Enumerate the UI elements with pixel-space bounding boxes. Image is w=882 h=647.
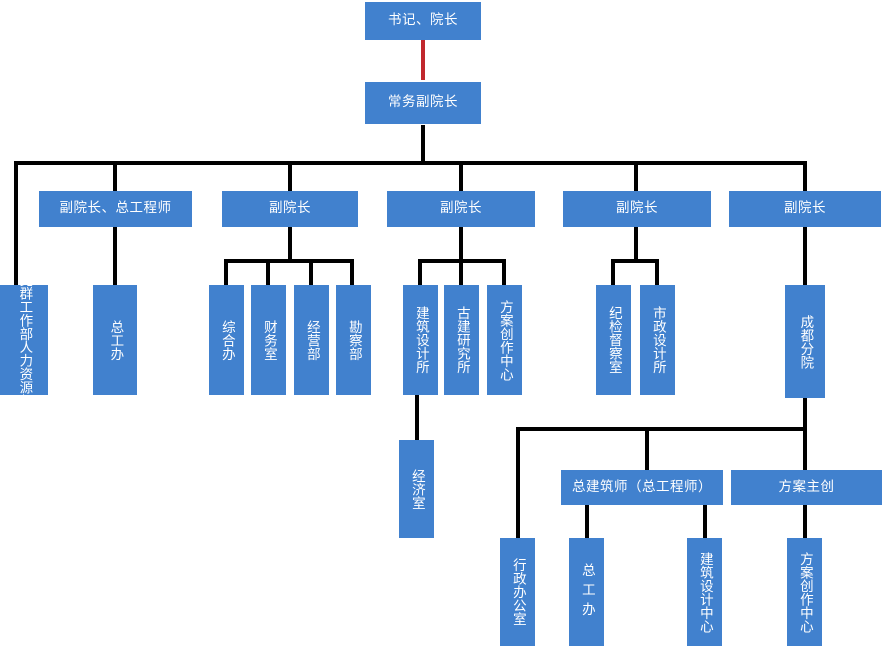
node-chengdu-branch[interactable]: 成都分院	[785, 285, 825, 398]
connector-chiefarch-drop-gongban	[585, 505, 589, 538]
connector-bus-drop-vp5	[803, 161, 807, 191]
connector-bus-drop-vp4	[634, 161, 638, 191]
connector-chengdu-stem	[803, 398, 807, 430]
node-vp-4-label: 副院长	[616, 200, 658, 217]
node-scheme-creation-center-bottom[interactable]: 方案创作中心	[787, 538, 822, 646]
connector-vp3-stem	[459, 226, 463, 262]
connector-vp2-stem	[288, 226, 292, 262]
node-hr-label: 人力资源部	[16, 340, 33, 408]
node-operations-dept-label: 经营部	[303, 319, 320, 361]
node-administrative-office-label: 行政办公室	[509, 558, 526, 626]
connector-bus-drop-vp1	[113, 161, 117, 191]
node-vp-5[interactable]: 副院长	[729, 191, 881, 227]
node-vp-2[interactable]: 副院长	[222, 191, 358, 227]
connector-bus-drop-vp3	[459, 161, 463, 191]
node-hr-and-party-affairs[interactable]: 人力资源部 党群工作部	[0, 273, 48, 408]
connector-vp5-stem	[803, 226, 807, 286]
node-survey-dept-label: 勘察部	[345, 319, 362, 361]
node-party-affairs-label: 党群工作部	[16, 272, 33, 341]
node-vp-2-label: 副院长	[269, 200, 311, 217]
connector-vp2-drop-2	[266, 259, 270, 286]
node-scheme-lead-designer[interactable]: 方案主创	[731, 470, 882, 505]
node-discipline-inspection-office-label: 纪检督察室	[605, 306, 622, 374]
node-chief-architect-label: 总建筑师（总工程师）	[572, 478, 712, 495]
node-vp-chief-engineer[interactable]: 副院长、总工程师	[39, 191, 192, 227]
node-vp-3[interactable]: 副院长	[387, 191, 535, 227]
connector-vp2-drop-1	[224, 259, 228, 286]
node-chairman-label: 书记、院长	[388, 12, 458, 29]
connector-vp3-drop-1	[418, 259, 422, 286]
node-executive-vice-president-label: 常务副院长	[388, 94, 458, 111]
connector-vp4-drop-1	[611, 259, 615, 286]
connector-bus-drop-vp2	[288, 161, 292, 191]
node-ancient-architecture-research-institute-label: 古建研究所	[453, 306, 470, 374]
node-chairman[interactable]: 书记、院长	[365, 2, 481, 40]
node-chief-engineer-office-chengdu-label: 总工办	[578, 562, 595, 622]
node-economics-office-label: 经济室	[408, 468, 425, 510]
node-architectural-design-center[interactable]: 建筑设计中心	[687, 538, 722, 646]
node-municipal-design-institute-label: 市政设计所	[649, 306, 666, 374]
node-scheme-creation-center-bottom-label: 方案创作中心	[796, 551, 813, 633]
node-discipline-inspection-office[interactable]: 纪检督察室	[596, 285, 631, 395]
connector-vp4-bus	[611, 259, 659, 263]
connector-executive-stem	[421, 125, 425, 163]
node-vp-3-label: 副院长	[440, 200, 482, 217]
connector-chengdu-drop-admin	[516, 427, 520, 538]
node-vp-4[interactable]: 副院长	[563, 191, 711, 227]
connector-vp3-drop-3	[502, 259, 506, 286]
connector-vp2-drop-3	[309, 259, 313, 286]
connector-bus-drop-hr	[14, 161, 18, 286]
node-finance-office[interactable]: 财务室	[251, 285, 286, 395]
connector-vp3-drop-2	[459, 259, 463, 286]
node-executive-vice-president[interactable]: 常务副院长	[365, 82, 481, 124]
node-general-office[interactable]: 综合办	[209, 285, 244, 395]
node-vp-5-label: 副院长	[784, 200, 826, 217]
node-operations-dept[interactable]: 经营部	[294, 285, 329, 395]
node-architectural-design-center-label: 建筑设计中心	[696, 551, 713, 633]
connector-chengdu-bus	[516, 427, 807, 431]
connector-vp1-stem	[113, 226, 117, 286]
connector-chiefarch-drop-archcenter	[703, 505, 707, 538]
node-economics-office[interactable]: 经济室	[399, 440, 434, 538]
connector-chengdu-drop-chiefarch	[645, 427, 649, 470]
node-scheme-creation-center-top-label: 方案创作中心	[496, 299, 513, 381]
node-chief-architect[interactable]: 总建筑师（总工程师）	[561, 470, 723, 505]
node-scheme-creation-center-top[interactable]: 方案创作中心	[487, 285, 522, 395]
node-architectural-design-institute-label: 建筑设计所	[412, 306, 429, 374]
node-municipal-design-institute[interactable]: 市政设计所	[640, 285, 675, 395]
node-chief-engineer-office[interactable]: 总工办	[93, 285, 137, 395]
node-chief-engineer-office-chengdu[interactable]: 总工办	[569, 538, 604, 646]
node-scheme-lead-designer-label: 方案主创	[778, 478, 835, 495]
node-chengdu-branch-label: 成都分院	[797, 314, 814, 369]
connector-main-bus	[14, 161, 807, 165]
node-vp-chief-engineer-label: 副院长、总工程师	[59, 200, 172, 217]
connector-vp4-stem	[634, 226, 638, 262]
node-architectural-design-institute[interactable]: 建筑设计所	[403, 285, 438, 395]
connector-arch-inst-to-econ	[415, 394, 419, 440]
connector-vp4-drop-2	[655, 259, 659, 286]
node-survey-dept[interactable]: 勘察部	[336, 285, 371, 395]
connector-vp2-bus	[224, 259, 354, 263]
node-administrative-office[interactable]: 行政办公室	[500, 538, 535, 646]
node-ancient-architecture-research-institute[interactable]: 古建研究所	[444, 285, 479, 395]
node-general-office-label: 综合办	[218, 319, 235, 361]
node-finance-office-label: 财务室	[260, 319, 277, 361]
connector-chengdu-drop-scheme	[803, 427, 807, 470]
node-chief-engineer-office-label: 总工办	[107, 319, 124, 361]
connector-vp2-drop-4	[350, 259, 354, 286]
connector-scheme-drop-center	[803, 505, 807, 538]
connector-chairman-to-executive	[421, 38, 425, 80]
